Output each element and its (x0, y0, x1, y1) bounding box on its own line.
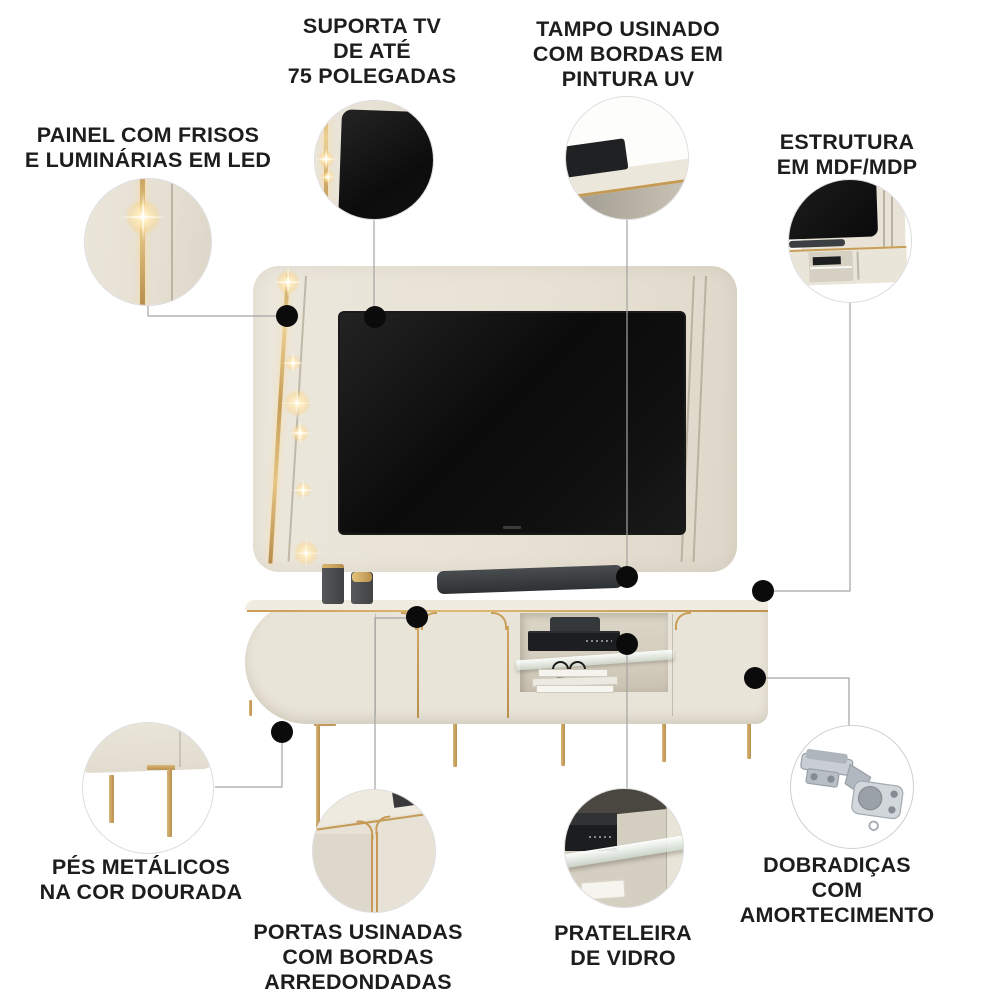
metal-leg (249, 700, 252, 716)
label-pes: PÉS METÁLICOS NA COR DOURADA (39, 855, 243, 904)
mini-tv (789, 180, 879, 240)
door-corner-trim (491, 612, 507, 630)
portas-detail-circle (313, 790, 435, 912)
metal-leg (561, 717, 565, 766)
estrutura-detail-circle (789, 180, 911, 302)
label-tampo: TAMPO USINADO COM BORDAS EM PINTURA UV (532, 17, 724, 91)
gold-rim (322, 564, 344, 568)
door-seam-gold (371, 834, 373, 912)
decor-canister (322, 564, 344, 604)
dobradicas-detail-circle (791, 726, 913, 848)
machined-door-seam (417, 626, 419, 718)
led-sparkle (295, 482, 311, 498)
tampo-detail-circle (566, 97, 688, 219)
mini-receiver (812, 256, 841, 266)
label-painel: PAINEL COM FRISOS E LUMINÁRIAS EM LED (24, 123, 272, 172)
speaker-box (550, 617, 600, 633)
gold-led-strip (268, 273, 290, 564)
rack-top-surface (245, 600, 768, 610)
connector-pes (215, 732, 283, 788)
led-sparkle (283, 389, 311, 417)
led-sparkle (318, 151, 334, 167)
led-sparkle (321, 170, 335, 184)
book-closeup (580, 879, 626, 901)
hinge-illustration (800, 748, 904, 831)
gold-strip-closeup (140, 179, 145, 305)
receiver-leds (586, 640, 612, 642)
tv-corner-closeup (338, 109, 433, 219)
door-seam (375, 614, 376, 716)
tampo-closeup (566, 97, 688, 219)
connector-estrutura (763, 299, 851, 592)
tv-rack (245, 600, 768, 724)
led-sparkle (291, 424, 309, 442)
label-prateleira: PRATELEIRA DE VIDRO (554, 921, 692, 970)
tv-screen (338, 311, 686, 535)
gold-lid (352, 572, 372, 582)
open-compartment (515, 613, 675, 693)
metal-leg (662, 715, 666, 762)
seam-closeup (179, 723, 181, 767)
label-portas: PORTAS USINADAS COM BORDAS ARREDONDADAS (253, 920, 463, 994)
label-dobradicas: DOBRADIÇAS COM AMORTECIMENTO (739, 853, 935, 927)
groove-closeup (171, 179, 173, 305)
mini-groove (883, 188, 885, 254)
door-seam-gold (376, 832, 378, 912)
dot-pes (271, 721, 293, 743)
connector-dobradicas (755, 677, 850, 729)
dot-estrutura (752, 580, 774, 602)
book (536, 685, 614, 693)
gold-leg-closeup (167, 769, 172, 837)
left-door-shade (313, 834, 371, 912)
decor-canister (351, 572, 373, 604)
gold-leg-closeup (109, 775, 114, 823)
receiver-top-closeup (565, 813, 617, 827)
mini-groove (891, 188, 893, 254)
prateleira-detail-circle (565, 789, 683, 907)
door-corner-trim (421, 612, 437, 630)
mini-rack (789, 245, 908, 287)
painel-detail-circle (85, 179, 211, 305)
metal-leg (316, 724, 320, 844)
led-sparkle (293, 540, 319, 566)
label-estrutura: ESTRUTURA EM MDF/MDP (776, 130, 918, 179)
tv-logo (503, 526, 521, 529)
gold-bracket-closeup (147, 765, 175, 770)
media-receiver (528, 631, 620, 651)
receiver-leds (589, 836, 611, 838)
metal-leg (453, 719, 457, 767)
suporta-tv-detail-circle (315, 101, 433, 219)
machined-door-seam (507, 626, 509, 718)
door-corner-trim (675, 612, 691, 630)
door-seam (672, 614, 673, 716)
panel-closeup (85, 179, 211, 305)
led-sparkle (276, 270, 300, 294)
panel-groove-right-2 (692, 275, 707, 562)
mini-door-seam (856, 251, 859, 280)
metal-leg (747, 713, 751, 759)
led-sparkle (285, 355, 301, 371)
metal-foot-bracket (314, 722, 336, 726)
rack-gold-trim (247, 610, 768, 612)
led-sparkle (125, 199, 161, 235)
door-corner-trim (401, 612, 417, 630)
label-suporta-tv: SUPORTA TV DE ATÉ 75 POLEGADAS (287, 14, 457, 88)
pes-detail-circle (83, 723, 213, 853)
